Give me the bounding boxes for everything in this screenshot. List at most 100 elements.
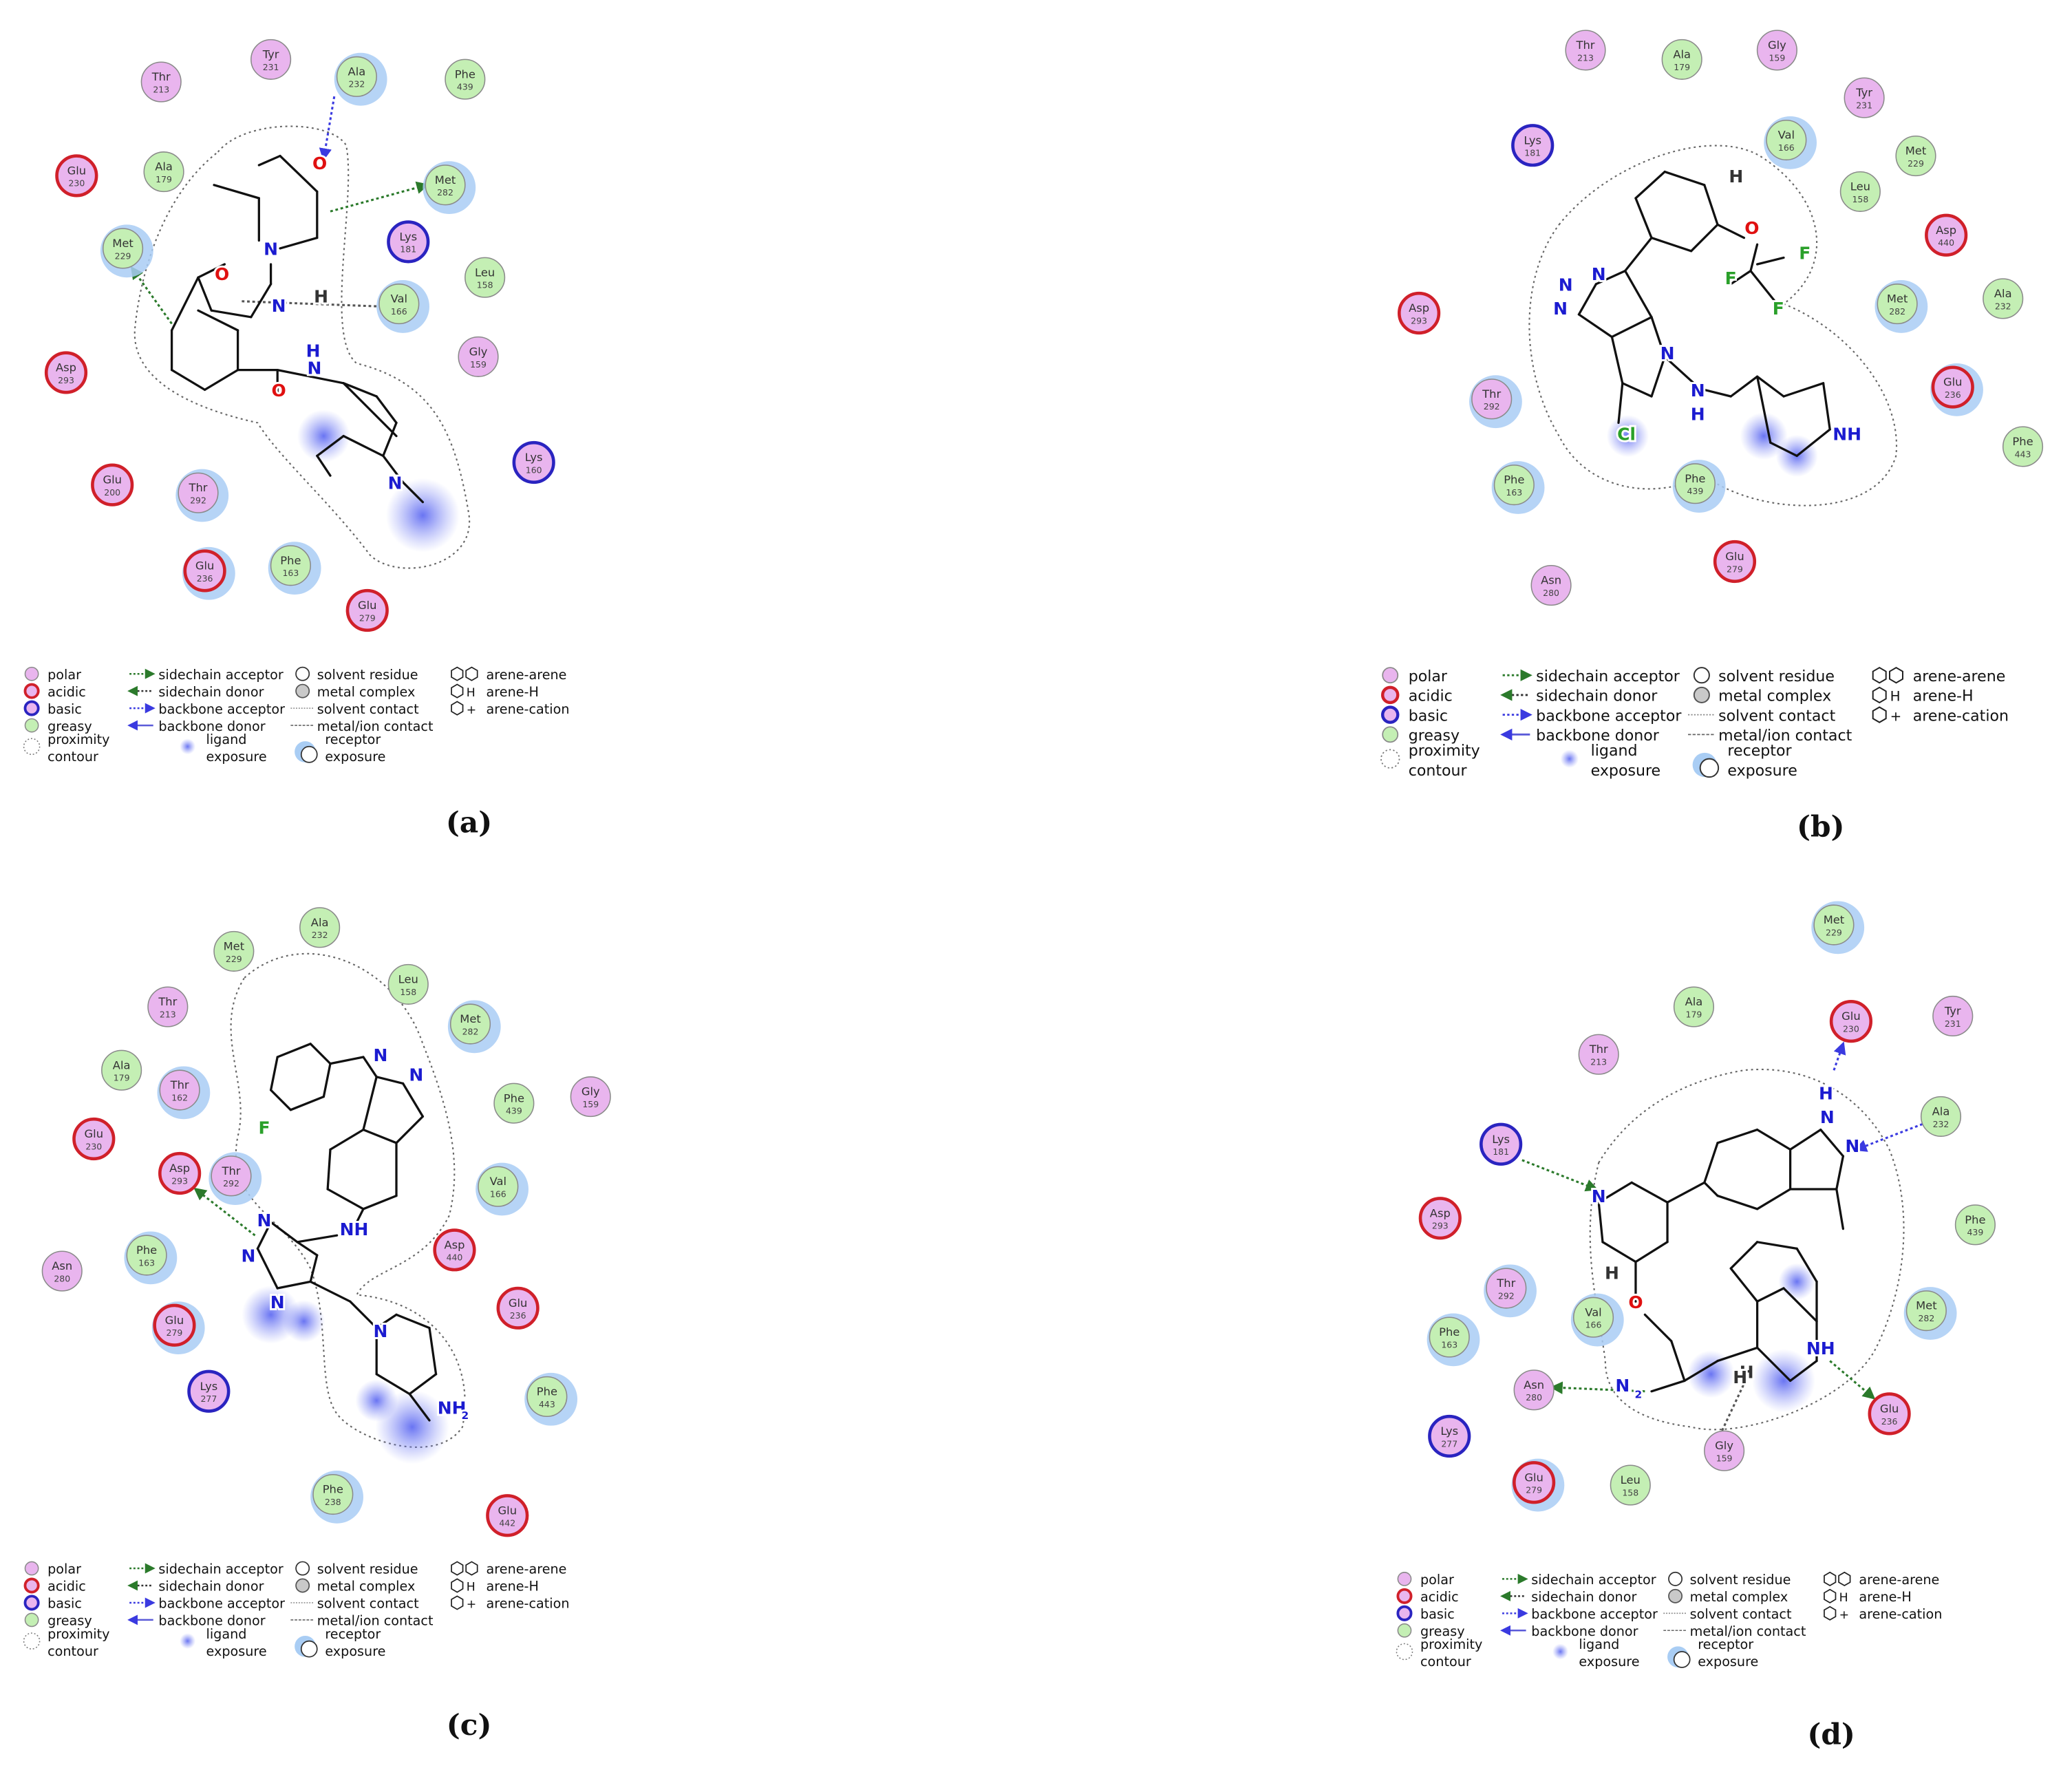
ligand-bond bbox=[1819, 1128, 1845, 1158]
legend-label-acidic: acidic bbox=[1409, 688, 1453, 705]
ligand-bond bbox=[1729, 375, 1759, 398]
legend-swatch-metal-complex bbox=[1668, 1588, 1683, 1603]
ligand-bond bbox=[309, 1043, 332, 1065]
ligand-bond bbox=[279, 236, 319, 250]
residue-disc bbox=[1578, 1034, 1619, 1075]
residue-disc bbox=[153, 1303, 196, 1347]
ligand-exposure bbox=[297, 409, 350, 462]
residue-number: 232 bbox=[312, 930, 328, 940]
legend-label-backbone_acceptor: backbone acceptor bbox=[158, 1596, 285, 1612]
atom-label: H bbox=[306, 341, 321, 361]
atom-label: 2 bbox=[461, 1409, 469, 1422]
legend-label-metal-ion-contact: metal/ion contact bbox=[317, 718, 434, 734]
ligand-bond bbox=[1650, 316, 1666, 359]
ligand-bond bbox=[1703, 388, 1732, 398]
residue-name: Glu bbox=[1943, 376, 1963, 389]
residue-disc bbox=[425, 164, 466, 206]
legend-swatch-greasy bbox=[1382, 726, 1399, 743]
residue-number: 236 bbox=[510, 1310, 526, 1321]
residue-name: Val bbox=[490, 1175, 506, 1188]
residue-disc bbox=[101, 1049, 142, 1091]
residue-disc bbox=[378, 284, 420, 325]
residue-name: Gly bbox=[1768, 39, 1786, 52]
residue-disc bbox=[1932, 995, 1974, 1037]
legend-label-backbone_donor: backbone donor bbox=[158, 718, 265, 734]
panel-label: (b) bbox=[1797, 809, 1845, 843]
residue-name: Met bbox=[112, 237, 133, 250]
ligand-bond bbox=[1650, 236, 1693, 253]
residue-disc bbox=[299, 907, 341, 948]
atom-label: N bbox=[409, 1065, 423, 1085]
atom-label: O bbox=[1744, 218, 1759, 238]
residue-number: 166 bbox=[1778, 142, 1795, 153]
arene-icon bbox=[1838, 1571, 1851, 1586]
interaction-line bbox=[330, 181, 429, 213]
legend-swatch-basic bbox=[1380, 705, 1400, 724]
residue-number: 181 bbox=[1524, 148, 1541, 158]
legend-label-polar: polar bbox=[47, 1561, 81, 1577]
residue-number: 277 bbox=[1441, 1438, 1457, 1449]
legend-label-receptor: receptor bbox=[325, 1626, 381, 1642]
residue-number: 443 bbox=[2015, 449, 2031, 459]
ligand-bond bbox=[257, 154, 281, 167]
residue-disc bbox=[512, 440, 555, 484]
residue-disc bbox=[1905, 1290, 1947, 1332]
ligand-bond bbox=[375, 1313, 398, 1330]
ligand-bond bbox=[210, 309, 253, 319]
legend-arene-h-symbol: H bbox=[467, 1581, 476, 1594]
residue-disc bbox=[493, 1082, 535, 1124]
residue-name: Glu bbox=[195, 559, 215, 573]
atom-label: H bbox=[1729, 167, 1743, 186]
atom-label: O bbox=[272, 381, 286, 401]
legend-label-metal-complex: metal complex bbox=[1690, 1589, 1788, 1605]
ligand-bond bbox=[401, 481, 425, 504]
legend-swatch-acidic bbox=[1396, 1588, 1413, 1604]
ligand-bond bbox=[322, 1062, 332, 1098]
residue-name: Ala bbox=[1673, 47, 1691, 61]
ligand-bond bbox=[269, 1221, 299, 1244]
ligand-bond bbox=[1610, 335, 1624, 385]
interaction-line bbox=[1829, 1360, 1876, 1400]
residue-disc bbox=[570, 1076, 611, 1118]
residue-number: 159 bbox=[582, 1099, 599, 1109]
residue-name: Thr bbox=[1589, 1043, 1608, 1056]
residue-name: Met bbox=[224, 939, 245, 952]
residue-number: 293 bbox=[171, 1175, 188, 1186]
ligand-bond bbox=[1703, 1142, 1719, 1184]
legend-swatch-basic bbox=[23, 700, 40, 716]
residue-name: Gly bbox=[469, 345, 488, 358]
ligand-bond bbox=[1650, 1379, 1686, 1393]
ligand-bond bbox=[1643, 1313, 1673, 1343]
residue-name: Lys bbox=[399, 230, 417, 243]
legend-swatch-receptor-exposure bbox=[1673, 1651, 1691, 1668]
legend-label-sidechain_donor: sidechain donor bbox=[1531, 1589, 1636, 1605]
residue-number: 231 bbox=[263, 62, 279, 72]
ligand-bond bbox=[1835, 1155, 1845, 1191]
legend-label-arene-arene: arene-arene bbox=[1859, 1572, 1939, 1588]
residue-number: 163 bbox=[282, 568, 299, 578]
legend-swatch-solvent-residue bbox=[1693, 667, 1710, 684]
residue-disc bbox=[213, 930, 255, 972]
residue-name: Met bbox=[1916, 1299, 1937, 1312]
ligand-bond bbox=[362, 1056, 378, 1078]
legend-label-arene-h: arene-H bbox=[487, 684, 539, 700]
residue-name: Glu bbox=[67, 164, 87, 177]
legend-swatch-proximity bbox=[1396, 1643, 1413, 1661]
panel-label: (c) bbox=[447, 1707, 492, 1742]
ligand-bond bbox=[1689, 223, 1719, 253]
legend-label-ligand: ligand bbox=[206, 732, 247, 747]
arene-icon bbox=[451, 683, 464, 698]
legend-label-sidechain_donor: sidechain donor bbox=[158, 1579, 264, 1594]
atom-label: N bbox=[308, 358, 322, 378]
